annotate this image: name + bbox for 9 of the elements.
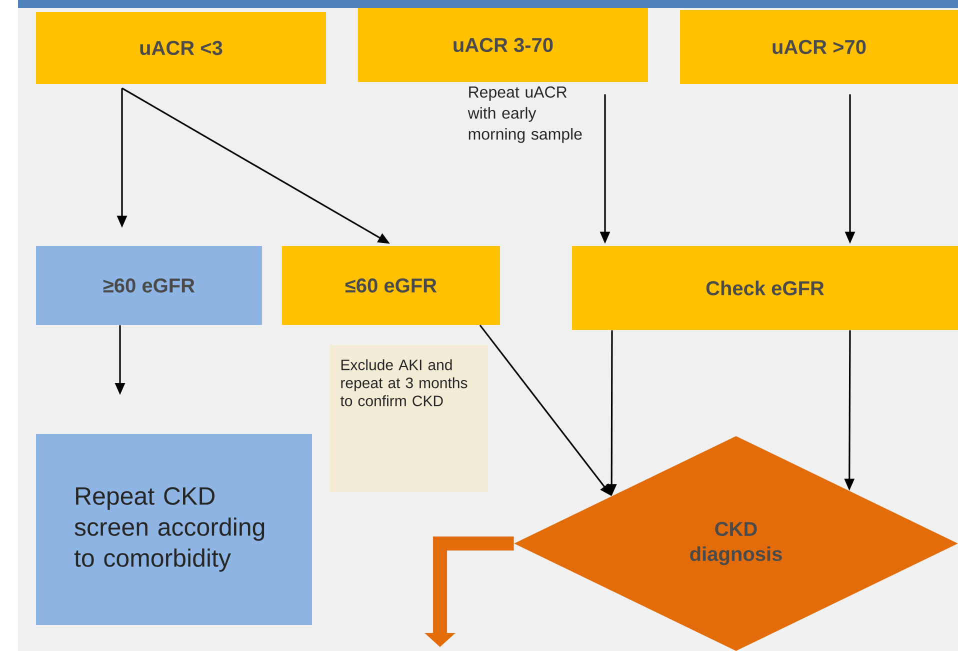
- process-box: uACR >70: [680, 10, 958, 84]
- process-box: Repeat CKD screen according to comorbidity: [36, 434, 312, 625]
- process-box: uACR <3: [36, 12, 326, 84]
- process-box: ≥60 eGFR: [36, 246, 262, 325]
- process-box: Check eGFR: [572, 246, 958, 330]
- edge-label: Repeat uACR with early morning sample: [468, 86, 582, 143]
- process-box: ≤60 eGFR: [282, 246, 500, 325]
- process-box: uACR 3-70: [358, 8, 648, 82]
- note-box: Exclude AKI and repeat at 3 months to confirm CKD: [330, 345, 488, 492]
